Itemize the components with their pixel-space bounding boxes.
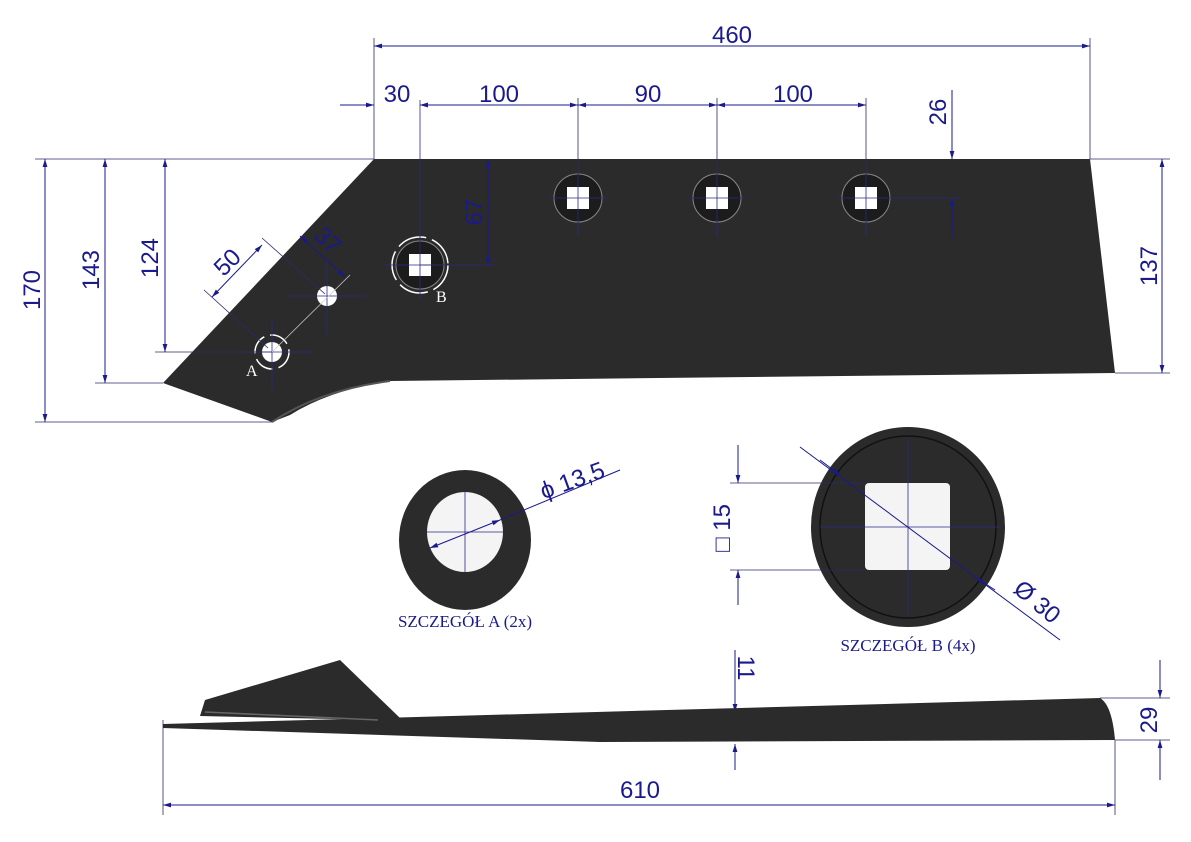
detail-a: ϕ 13,5 SZCZEGÓŁ A (2x) [398, 457, 621, 631]
dim-11: 11 [732, 656, 759, 681]
dim-124: 124 [137, 238, 164, 278]
dim-170: 170 [19, 270, 46, 310]
detail-a-caption: SZCZEGÓŁ A (2x) [398, 612, 532, 631]
dim-137: 137 [1136, 246, 1163, 286]
hole-a-label: A [246, 363, 258, 380]
detail-b-caption: SZCZEGÓŁ B (4x) [840, 636, 975, 655]
share-body [163, 159, 1115, 422]
detail-b-square: □ 15 [709, 504, 736, 552]
dim-26: 26 [925, 99, 952, 126]
top-view: A B [163, 100, 1115, 423]
dim-30: 30 [384, 81, 411, 108]
dim-67: 67 [461, 199, 488, 226]
dim-90: 90 [635, 81, 662, 108]
dim-460: 460 [712, 22, 752, 49]
side-view [163, 660, 1115, 742]
dim-50: 50 [209, 244, 247, 282]
dim-100-a: 100 [479, 81, 519, 108]
dim-100-b: 100 [773, 81, 813, 108]
detail-a-diameter: ϕ 13,5 [536, 457, 608, 505]
dim-143: 143 [78, 250, 105, 290]
detail-b: □ 15 Ø 30 SZCZEGÓŁ B (4x) [709, 427, 1065, 655]
dim-610: 610 [620, 777, 660, 804]
dim-29: 29 [1136, 707, 1163, 734]
dimension-lines [42, 43, 1165, 808]
hole-b-label: B [436, 289, 447, 306]
detail-b-diameter: Ø 30 [1008, 575, 1065, 629]
